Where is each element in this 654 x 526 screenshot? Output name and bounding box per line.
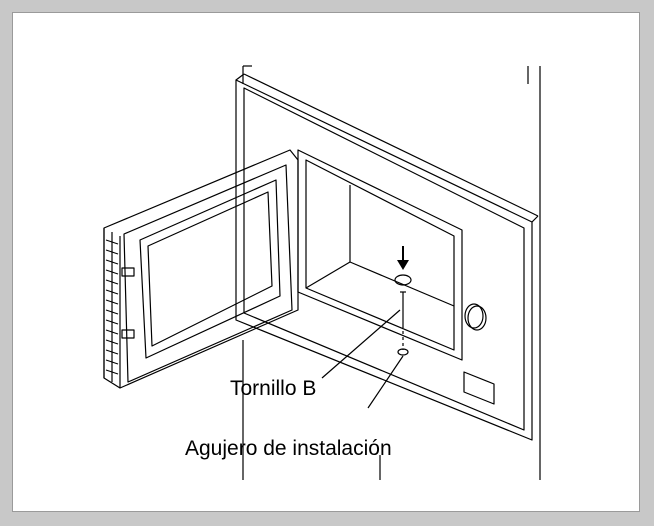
screw-assembly — [394, 274, 412, 356]
down-arrow-icon — [397, 246, 409, 270]
installation-hole-label: Agujero de instalación — [185, 437, 392, 460]
screw-label: Tornillo B — [230, 377, 317, 400]
open-door — [103, 149, 299, 389]
cabinet-outline — [242, 65, 541, 480]
microwave-body — [235, 73, 539, 441]
oven-cavity — [297, 149, 463, 361]
display-window — [463, 371, 495, 405]
door-vents — [105, 239, 119, 375]
leader-lines — [321, 309, 404, 409]
figure-frame — [12, 12, 640, 512]
control-knob — [464, 303, 487, 331]
